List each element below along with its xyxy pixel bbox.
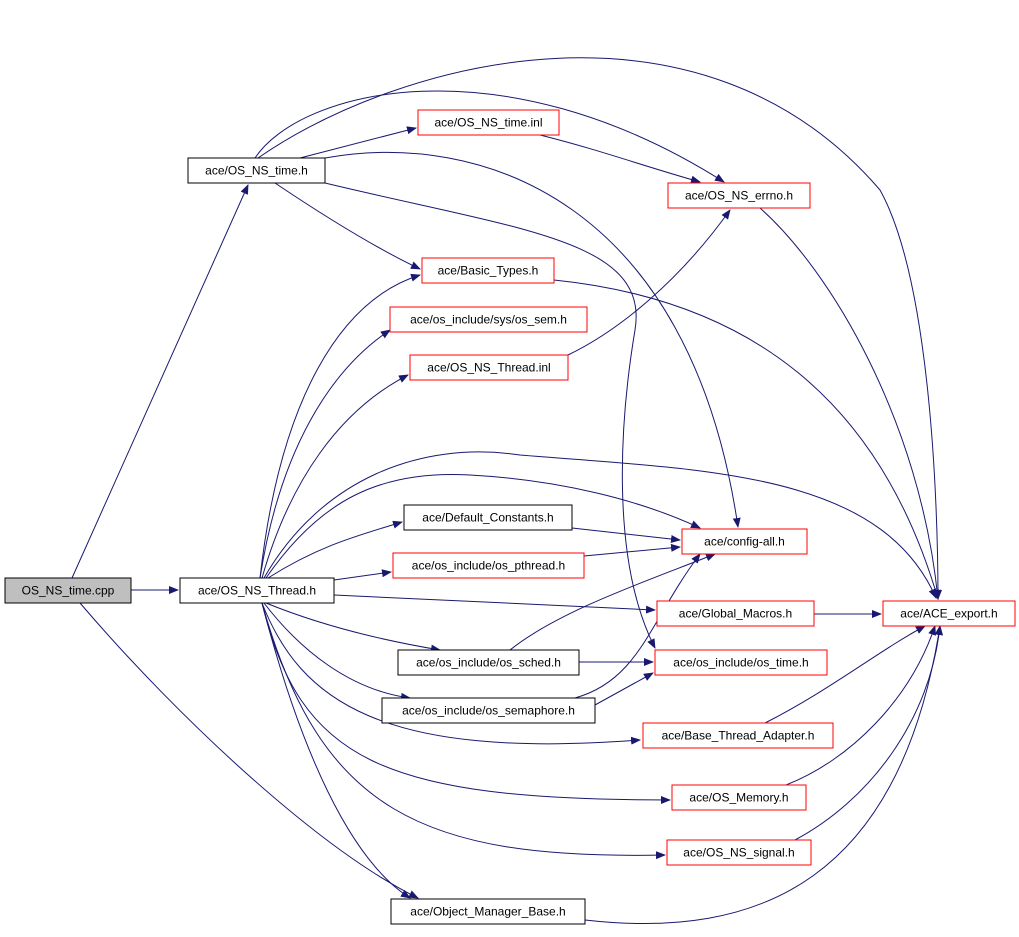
- node-label: ace/ACE_export.h: [900, 607, 997, 621]
- node-box: [4, 577, 132, 604]
- edges-layer: [71, 57, 944, 925]
- edge-os-ns-thread-h-to-base-thread-adapter-h: [261, 602, 641, 745]
- edge-os-ns-thread-h-to-default-constants-h: [267, 520, 403, 579]
- edge-os-ns-time-cpp-to-object-manager-base-h: [79, 602, 419, 899]
- node-label: ace/OS_NS_signal.h: [683, 846, 794, 860]
- node-label: ace/OS_NS_time.inl: [434, 116, 542, 130]
- edge-os-ns-thread-h-to-object-manager-base-h: [261, 602, 411, 899]
- node-box: [666, 839, 812, 866]
- node-label: ace/os_include/os_time.h: [673, 656, 808, 670]
- edge-os-ns-time-h-to-os-ns-errno-h: [254, 90, 725, 183]
- node-label: ace/Base_Thread_Adapter.h: [662, 729, 815, 743]
- edge-os-ns-time-h-to-config-all-h: [324, 152, 741, 528]
- node-label: ace/OS_NS_time.h: [205, 164, 308, 178]
- node-label: ace/OS_Memory.h: [689, 791, 788, 805]
- edge-os-ns-time-cpp-to-os-ns-time-h: [71, 184, 249, 579]
- edge-os-ns-errno-h-to-ace-export-h: [759, 207, 942, 600]
- edge-os-ns-thread-h-to-basic-types-h: [259, 273, 421, 579]
- node-ace-export-h[interactable]: ace/ACE_export.h: [882, 600, 1016, 627]
- edge-base-thread-adapter-h-to-ace-export-h: [764, 625, 926, 724]
- node-box: [417, 109, 560, 136]
- node-object-manager-base-h[interactable]: ace/Object_Manager_Base.h: [390, 898, 586, 925]
- node-box: [421, 257, 555, 284]
- edge-os-ns-thread-h-to-config-all-h: [265, 473, 701, 579]
- node-box: [187, 157, 326, 184]
- node-os-ns-thread-inl[interactable]: ace/OS_NS_Thread.inl: [409, 354, 569, 381]
- edge-os-ns-thread-h-to-global-macros-h: [333, 594, 656, 614]
- node-os-ns-errno-h[interactable]: ace/OS_NS_errno.h: [667, 182, 811, 209]
- node-box: [403, 504, 573, 531]
- edge-os-ns-thread-h-to-os-semaphore-h: [263, 602, 411, 701]
- node-box: [389, 306, 588, 333]
- node-box: [642, 722, 834, 749]
- node-box: [390, 898, 586, 925]
- node-label: OS_NS_time.cpp: [22, 584, 115, 598]
- edge-os-memory-h-to-ace-export-h: [785, 625, 936, 786]
- edge-os-sched-h-to-config-all-h: [509, 553, 716, 651]
- node-os-sem-h[interactable]: ace/os_include/sys/os_sem.h: [389, 306, 588, 333]
- edge-os-ns-thread-h-to-os-pthread-h: [333, 569, 392, 581]
- node-os-pthread-h[interactable]: ace/os_include/os_pthread.h: [392, 552, 585, 579]
- node-box: [882, 600, 1016, 627]
- node-label: ace/os_include/os_sched.h: [416, 656, 561, 670]
- edge-os-ns-thread-h-to-os-ns-signal-h: [261, 602, 666, 860]
- node-box: [654, 649, 828, 676]
- node-global-macros-h[interactable]: ace/Global_Macros.h: [656, 600, 815, 627]
- edge-os-ns-thread-inl-to-os-ns-errno-h: [567, 209, 731, 356]
- node-basic-types-h[interactable]: ace/Basic_Types.h: [421, 257, 555, 284]
- node-label: ace/OS_NS_Thread.inl: [427, 361, 550, 375]
- node-os-ns-signal-h[interactable]: ace/OS_NS_signal.h: [666, 839, 812, 866]
- edge-os-ns-thread-h-to-ace-export-h: [263, 451, 937, 599]
- node-os-sched-h[interactable]: ace/os_include/os_sched.h: [397, 649, 580, 676]
- node-label: ace/OS_NS_Thread.h: [198, 584, 316, 598]
- node-config-all-h[interactable]: ace/config-all.h: [681, 528, 808, 555]
- edge-os-ns-time-h-to-ace-export-h: [257, 57, 942, 600]
- edge-os-semaphore-h-to-config-all-h: [574, 553, 701, 699]
- node-os-ns-thread-h[interactable]: ace/OS_NS_Thread.h: [179, 577, 335, 604]
- node-box: [409, 354, 569, 381]
- node-label: ace/Global_Macros.h: [679, 607, 792, 621]
- node-box: [656, 600, 815, 627]
- node-box: [671, 784, 807, 811]
- edge-default-constants-h-to-config-all-h: [571, 527, 681, 543]
- node-label: ace/Default_Constants.h: [422, 511, 553, 525]
- edge-os-ns-time-h-to-basic-types-h: [274, 182, 421, 270]
- node-os-ns-time-h[interactable]: ace/OS_NS_time.h: [187, 157, 326, 184]
- node-box: [381, 697, 596, 724]
- edge-os-ns-thread-h-to-os-ns-thread-inl: [261, 374, 409, 579]
- node-os-ns-time-cpp[interactable]: OS_NS_time.cpp: [4, 577, 132, 604]
- node-default-constants-h[interactable]: ace/Default_Constants.h: [403, 504, 573, 531]
- edge-os-ns-thread-h-to-os-sem-h: [259, 329, 391, 579]
- node-box: [667, 182, 811, 209]
- node-label: ace/Basic_Types.h: [438, 264, 539, 278]
- node-base-thread-adapter-h[interactable]: ace/Base_Thread_Adapter.h: [642, 722, 834, 749]
- edge-os-pthread-h-to-config-all-h: [583, 543, 681, 557]
- node-label: ace/config-all.h: [704, 535, 785, 549]
- edge-os-ns-thread-h-to-os-sched-h: [265, 602, 441, 653]
- node-os-memory-h[interactable]: ace/OS_Memory.h: [671, 784, 807, 811]
- edge-os-ns-time-h-to-os-ns-time-inl: [299, 126, 417, 159]
- node-os-ns-time-inl[interactable]: ace/OS_NS_time.inl: [417, 109, 560, 136]
- node-label: ace/os_include/os_pthread.h: [412, 559, 565, 573]
- edge-os-ns-time-h-to-os-time-h: [324, 182, 656, 649]
- node-box: [392, 552, 585, 579]
- node-label: ace/OS_NS_errno.h: [685, 189, 793, 203]
- edge-basic-types-h-to-ace-export-h: [553, 279, 940, 600]
- node-label: ace/os_include/sys/os_sem.h: [410, 313, 567, 327]
- node-os-semaphore-h[interactable]: ace/os_include/os_semaphore.h: [381, 697, 596, 724]
- nodes-layer: OS_NS_time.cpp ace/OS_NS_time.h ace/OS_NS_…: [4, 109, 1016, 925]
- node-label: ace/Object_Manager_Base.h: [410, 905, 565, 919]
- edge-object-manager-base-h-to-ace-export-h: [584, 625, 943, 925]
- node-box: [179, 577, 335, 604]
- node-os-time-h[interactable]: ace/os_include/os_time.h: [654, 649, 828, 676]
- node-box: [397, 649, 580, 676]
- edge-os-ns-time-inl-to-os-ns-errno-h: [539, 134, 701, 184]
- edge-os-semaphore-h-to-os-time-h: [594, 672, 654, 706]
- node-box: [681, 528, 808, 555]
- node-label: ace/os_include/os_semaphore.h: [402, 704, 575, 718]
